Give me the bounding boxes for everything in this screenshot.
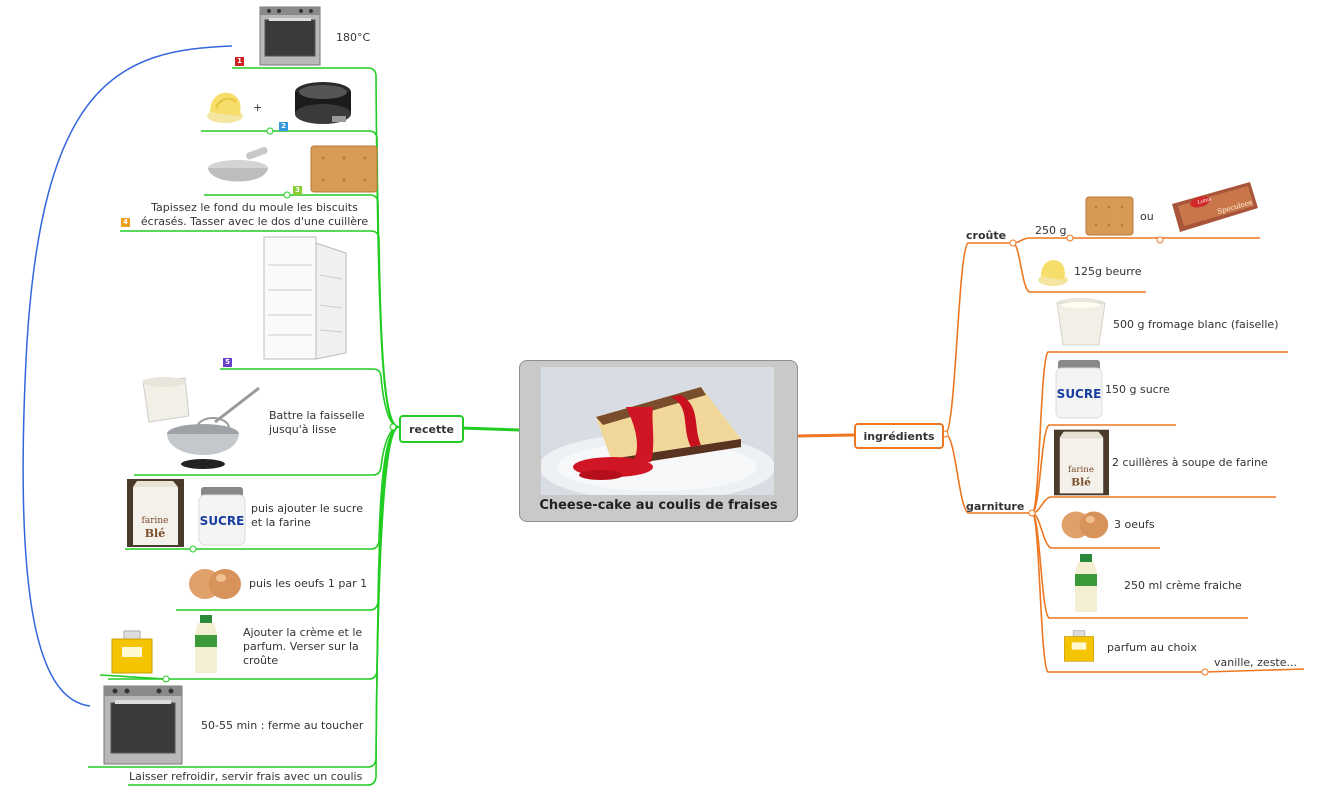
step2-plus: + xyxy=(253,101,263,114)
mixing-bowl-icon xyxy=(167,386,260,469)
perfume-bottle-icon xyxy=(111,630,153,674)
flour-label-b2: Blé xyxy=(1071,476,1091,489)
central-topic-title: Cheese-cake au coulis de fraises xyxy=(539,498,778,513)
ingredient-oeufs: 3 oeufs xyxy=(1114,518,1155,531)
central-topic[interactable]: Cheese-cake au coulis de fraises xyxy=(519,360,798,522)
cheese-tub-icon xyxy=(1056,298,1106,346)
biscuit-icon-2 xyxy=(1085,196,1134,236)
sugar-label-2: SUCRE xyxy=(1057,387,1102,401)
step7-text: puis ajouter le sucre et la farine xyxy=(251,502,363,529)
flour-label-2: Blé xyxy=(145,527,165,540)
perfume-bottle-icon-2 xyxy=(1064,630,1094,662)
sugar-label: SUCRE xyxy=(200,514,245,528)
ingredient-sucre: 150 g sucre xyxy=(1105,383,1170,396)
step6-text: Battre la faisselle jusqu'à lisse xyxy=(269,409,365,436)
ingredient-parfum-detail: vanille, zeste... xyxy=(1214,656,1297,669)
flour-bag-icon-2: farine Blé xyxy=(1054,429,1109,496)
eggs-icon-2 xyxy=(1061,511,1109,539)
speculoos-pack-icon: Speculoos Lotus xyxy=(1172,182,1258,232)
ingredient-parfum: parfum au choix xyxy=(1107,641,1197,654)
ingredient-creme: 250 ml crème fraiche xyxy=(1124,579,1242,592)
flour-label-b: farine xyxy=(1068,465,1094,475)
ingredient-farine: 2 cuillères à soupe de farine xyxy=(1112,456,1268,469)
step8-text: puis les oeufs 1 par 1 xyxy=(249,577,368,590)
croute-or: ou xyxy=(1140,210,1154,223)
mortar-icon xyxy=(208,146,268,182)
fridge-icon xyxy=(263,236,347,360)
step5-badge: 5 xyxy=(223,358,232,367)
lotus-label: Lotus xyxy=(1197,196,1213,206)
branch-ingredients-label: ingrédients xyxy=(863,429,935,443)
step4-badge: 4 xyxy=(121,218,130,227)
step2-badge: 2 xyxy=(279,122,288,131)
step10-text: 50-55 min : ferme au toucher xyxy=(201,719,364,732)
step1-badge: 1 xyxy=(235,57,244,66)
oven-icon-2 xyxy=(103,685,183,765)
eggs-icon xyxy=(189,569,241,599)
biscuit-icon xyxy=(310,145,378,193)
oven-icon xyxy=(259,6,321,66)
step3-badge: 3 xyxy=(293,186,302,195)
flour-bag-icon: farine Blé xyxy=(127,479,184,547)
butter-icon xyxy=(207,92,243,123)
springform-pan-icon xyxy=(295,82,351,124)
cheese-cup-icon xyxy=(142,377,190,423)
step1-temperature: 180°C xyxy=(336,31,371,44)
subtopic-croute[interactable]: croûte xyxy=(966,229,1007,242)
step9-text: Ajouter la crème et le parfum. Verser su… xyxy=(243,626,363,667)
cheesecake-image xyxy=(541,367,774,495)
subtopic-garniture[interactable]: garniture xyxy=(966,500,1025,513)
branch-ingredients[interactable]: ingrédients xyxy=(854,423,944,449)
butter-icon-2 xyxy=(1038,260,1068,286)
step4-text: Tapissez le fond du moule les biscuits é… xyxy=(140,201,369,228)
sugar-jar-icon-2: SUCRE xyxy=(1055,360,1103,419)
branch-recette-label: recette xyxy=(409,422,454,436)
branch-recette[interactable]: recette xyxy=(399,415,464,443)
cream-bottle-icon xyxy=(195,615,217,673)
croute-quantity: 250 g xyxy=(1035,224,1067,237)
sugar-jar-icon: SUCRE xyxy=(198,487,246,546)
cream-bottle-icon-2 xyxy=(1075,554,1097,612)
ingredient-fromage: 500 g fromage blanc (faiselle) xyxy=(1113,318,1279,331)
step11-text: Laisser refroidir, servir frais avec un … xyxy=(129,770,363,783)
flour-label: farine xyxy=(142,516,169,526)
ingredient-beurre: 125g beurre xyxy=(1074,265,1142,278)
